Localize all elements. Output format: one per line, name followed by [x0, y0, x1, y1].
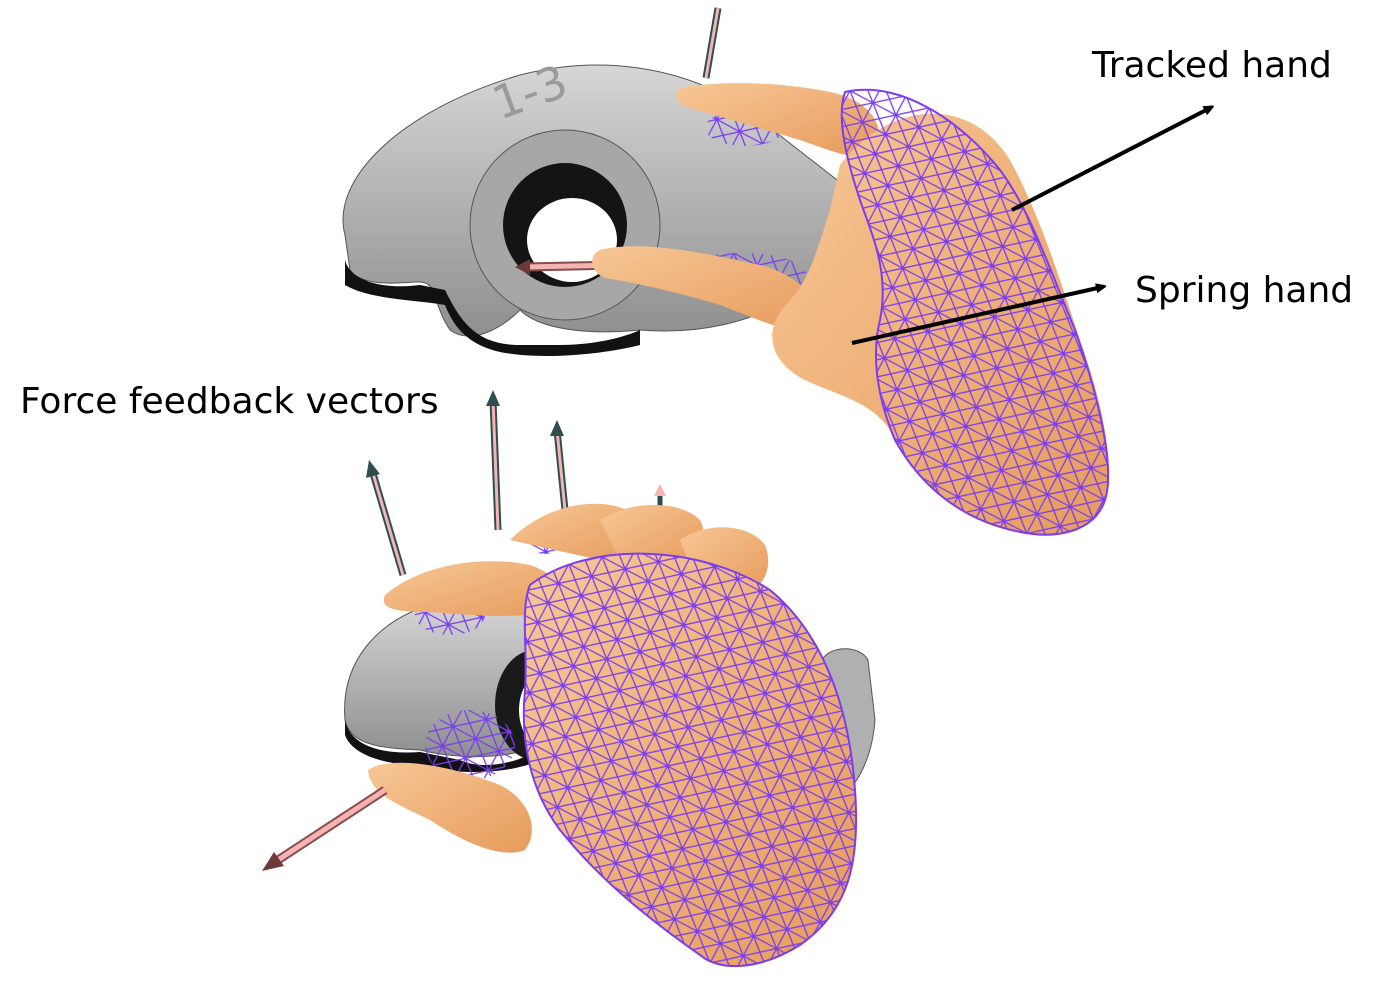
bottom-scene — [262, 390, 875, 966]
spring-hand-label: Spring hand — [1135, 273, 1353, 309]
force-vector-icon — [262, 790, 385, 871]
force-vector-icon — [366, 460, 403, 575]
tracked-hand-label: Tracked hand — [1092, 48, 1332, 84]
force-vector-icon — [550, 420, 565, 510]
tracked-hand-wireframe — [524, 554, 856, 966]
top-scene: 1-3 — [343, 8, 1210, 535]
force-feedback-label: Force feedback vectors — [20, 384, 439, 420]
force-vector-icon — [486, 390, 500, 530]
arrow-icon — [1012, 108, 1210, 210]
tracked-hand-wireframe — [842, 90, 1108, 535]
force-vector-icon — [706, 8, 718, 78]
